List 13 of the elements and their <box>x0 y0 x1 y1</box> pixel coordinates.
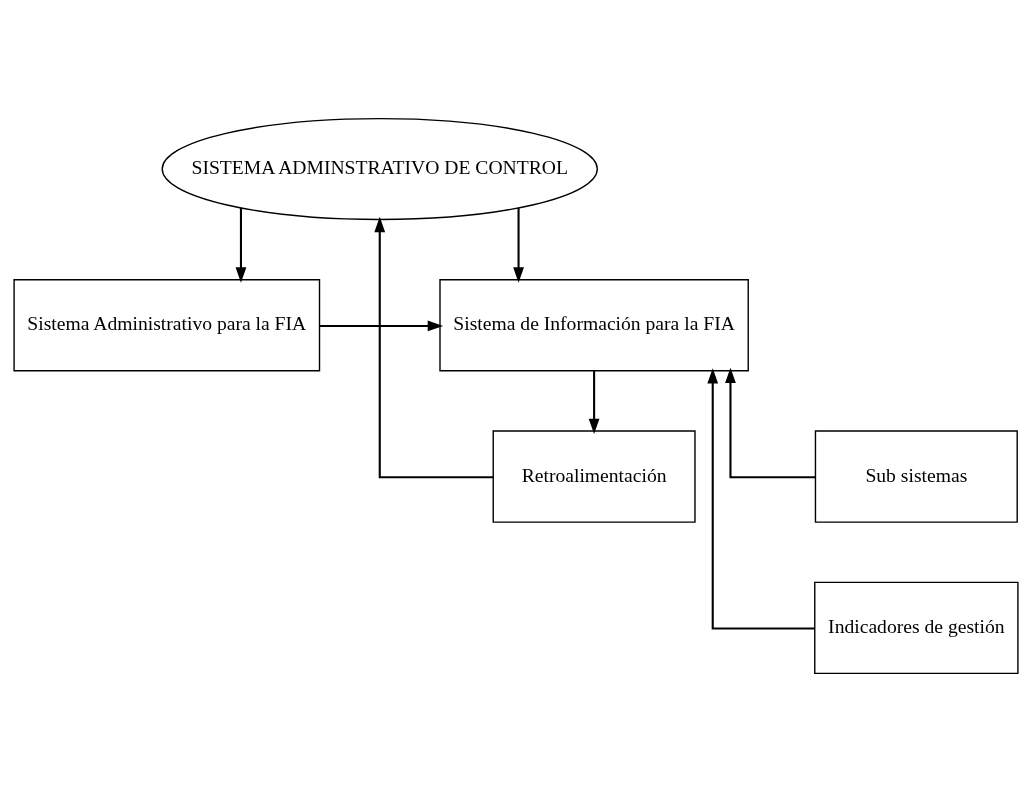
arrow <box>235 208 247 283</box>
node-box: Sistema Administrativo para la FIA <box>13 279 321 372</box>
arrow <box>513 208 524 283</box>
node-box: Sistema de Información para la FIA <box>439 279 749 372</box>
node-box: Sub sistemas <box>814 430 1018 523</box>
arrow <box>588 371 600 435</box>
arrow <box>707 368 815 630</box>
node-box: Retroalimentación <box>492 430 696 523</box>
arrow <box>374 216 494 479</box>
arrow <box>725 367 816 479</box>
arrow <box>319 320 444 332</box>
node-box: Indicadores de gestión <box>814 581 1019 675</box>
node-ellipse: SISTEMA ADMINSTRATIVO DE CONTROL <box>161 117 598 221</box>
